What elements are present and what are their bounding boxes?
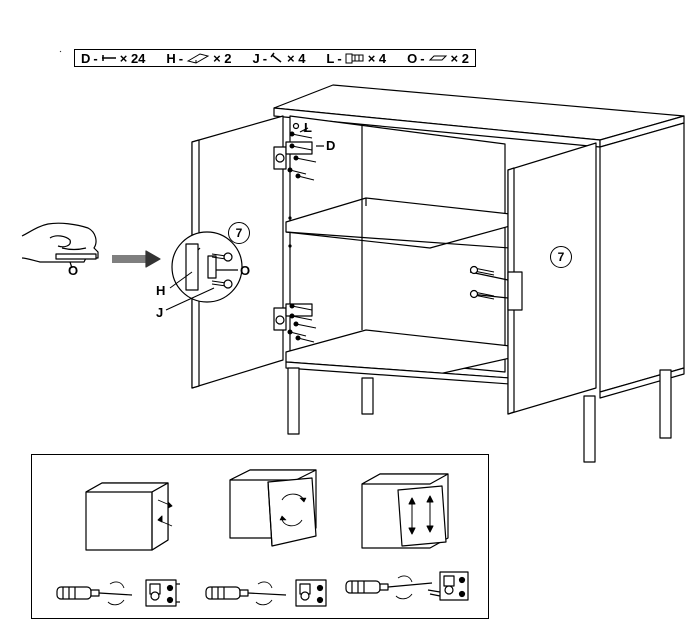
part-L-count: × 4	[367, 50, 387, 66]
handle-screw-icon	[270, 52, 282, 63]
right-door	[469, 142, 597, 415]
step-badge-detail: 7	[228, 222, 250, 244]
part-J-count: × 4	[287, 50, 306, 66]
screwdriver-hinge-3	[345, 571, 469, 601]
part-H-count: × 2	[213, 50, 232, 66]
hinge-lower	[273, 303, 317, 343]
hinge-adjustment-panel	[31, 454, 489, 619]
part-H-letter: H	[166, 50, 176, 66]
part-D-letter: D	[81, 50, 91, 66]
callout-D: D	[326, 138, 336, 153]
cabinet-body	[273, 84, 685, 399]
part-H: H - × 2	[166, 50, 232, 66]
callout-O-hand: O	[68, 263, 79, 278]
hand-holding-shim	[21, 222, 99, 269]
callout-H: H	[156, 283, 166, 298]
screwdriver-hinge-1	[56, 579, 180, 607]
hinge-icon	[345, 53, 364, 64]
adjust-cube-2	[229, 469, 317, 547]
step-badge-right-door: 7	[550, 246, 572, 268]
part-D-count: × 24	[119, 50, 146, 66]
callout-L: L	[304, 120, 312, 135]
part-O: O - × 2	[407, 50, 469, 66]
screwdriver-hinge-2	[205, 579, 327, 607]
adjust-cube-3	[361, 473, 449, 549]
part-J-letter: J	[252, 50, 260, 66]
parts-list: D - × 24 H - × 2 J - × 4 L - × 4 O - × 2	[74, 49, 476, 67]
part-D: D - × 24	[81, 50, 146, 66]
part-O-count: × 2	[450, 50, 469, 66]
stray-mark	[59, 50, 62, 53]
handle-icon	[186, 53, 210, 64]
direction-arrow	[112, 250, 161, 268]
cabinet-legs	[287, 367, 672, 463]
part-J: J - × 4	[252, 50, 306, 66]
callout-O-detail: O	[240, 263, 251, 278]
screw-icon	[101, 55, 116, 61]
adjust-cube-1	[85, 482, 173, 551]
shim-icon	[428, 55, 447, 61]
hinge-upper	[273, 127, 324, 181]
part-O-letter: O	[407, 50, 418, 66]
callout-leaders	[165, 127, 307, 311]
part-L: L - × 4	[326, 50, 387, 66]
handle-detail-circle	[171, 231, 243, 303]
part-L-letter: L	[326, 50, 335, 66]
callout-J: J	[156, 305, 164, 320]
